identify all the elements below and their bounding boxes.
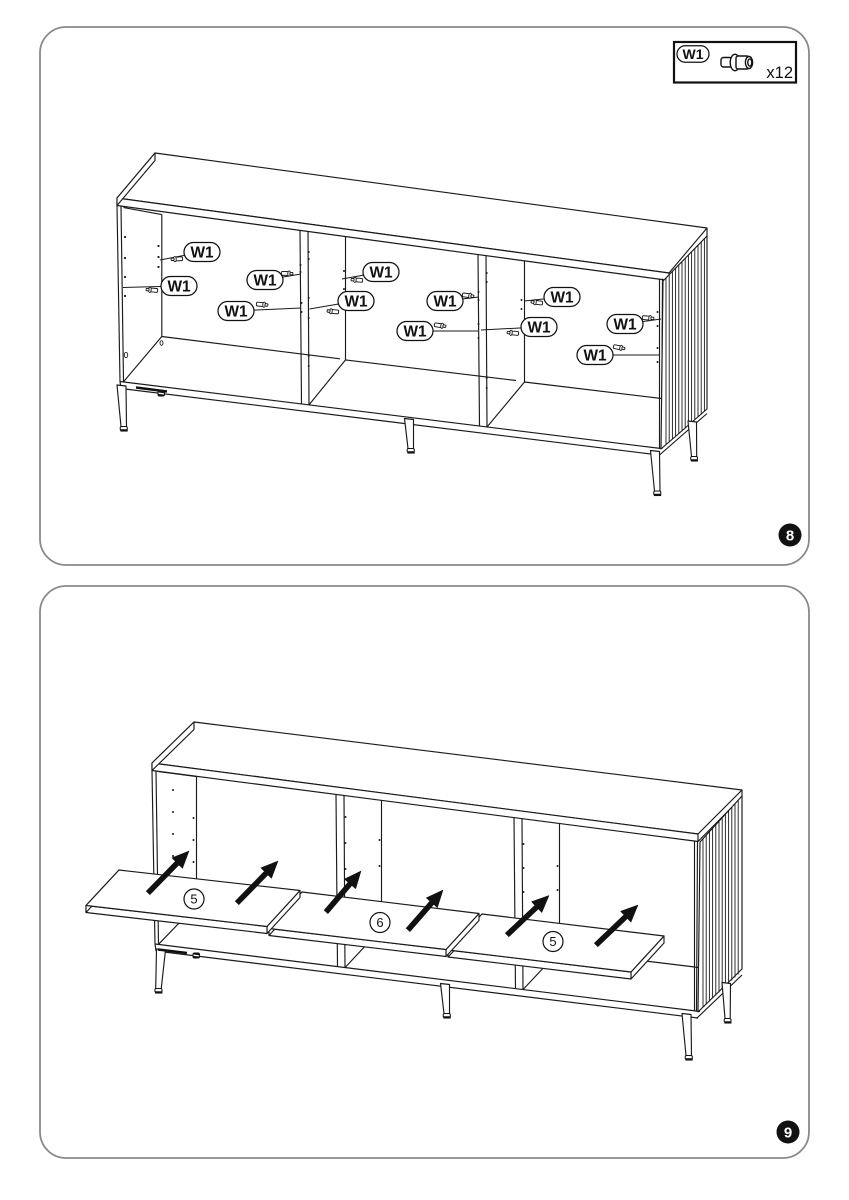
svg-text:W1: W1 bbox=[344, 294, 368, 311]
svg-text:8: 8 bbox=[786, 527, 794, 544]
svg-text:x12: x12 bbox=[766, 64, 793, 82]
svg-text:W1: W1 bbox=[167, 279, 191, 296]
svg-text:6: 6 bbox=[376, 915, 383, 930]
svg-text:9: 9 bbox=[784, 1124, 792, 1141]
svg-text:W1: W1 bbox=[190, 245, 214, 262]
svg-text:W1: W1 bbox=[403, 324, 427, 341]
svg-text:W1: W1 bbox=[369, 265, 393, 282]
svg-text:5: 5 bbox=[190, 892, 197, 907]
svg-text:5: 5 bbox=[549, 934, 556, 949]
svg-text:W1: W1 bbox=[613, 317, 637, 334]
svg-text:W1: W1 bbox=[433, 294, 457, 311]
svg-text:W1: W1 bbox=[253, 273, 277, 290]
svg-text:W1: W1 bbox=[550, 290, 574, 307]
svg-text:W1: W1 bbox=[527, 320, 551, 337]
svg-text:W1: W1 bbox=[583, 348, 607, 365]
svg-text:W1: W1 bbox=[224, 304, 248, 321]
svg-text:W1: W1 bbox=[683, 46, 704, 62]
